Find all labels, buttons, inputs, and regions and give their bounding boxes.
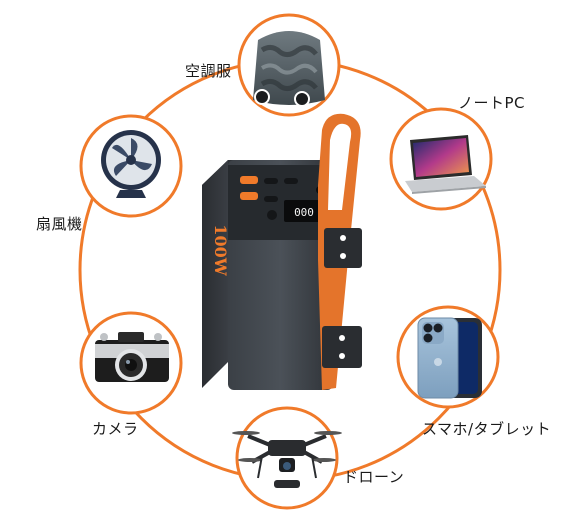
camera-icon [95, 332, 169, 382]
laptop-icon [405, 135, 486, 194]
phone-node [396, 305, 500, 409]
drone-icon [232, 431, 342, 488]
label-fan: 扇風機 [36, 215, 83, 233]
drone-node [232, 406, 342, 510]
power-bank: 000 100W [202, 113, 362, 391]
label-laptop: ノートPC [458, 94, 526, 112]
smartphone-icon [417, 317, 482, 399]
display-digits: 000 [294, 206, 314, 219]
camera-node [79, 311, 183, 415]
clothes-node [237, 13, 341, 117]
label-clothes: 空調服 [185, 62, 232, 80]
desk-fan-icon [101, 130, 161, 198]
laptop-node [389, 107, 493, 211]
label-phone: スマホ/タブレット [422, 420, 552, 438]
label-camera: カメラ [92, 420, 139, 438]
fan-node [79, 114, 183, 218]
label-drone: ドローン [343, 468, 405, 486]
fan-jacket-icon [253, 31, 325, 107]
power-rating: 100W [211, 224, 230, 276]
